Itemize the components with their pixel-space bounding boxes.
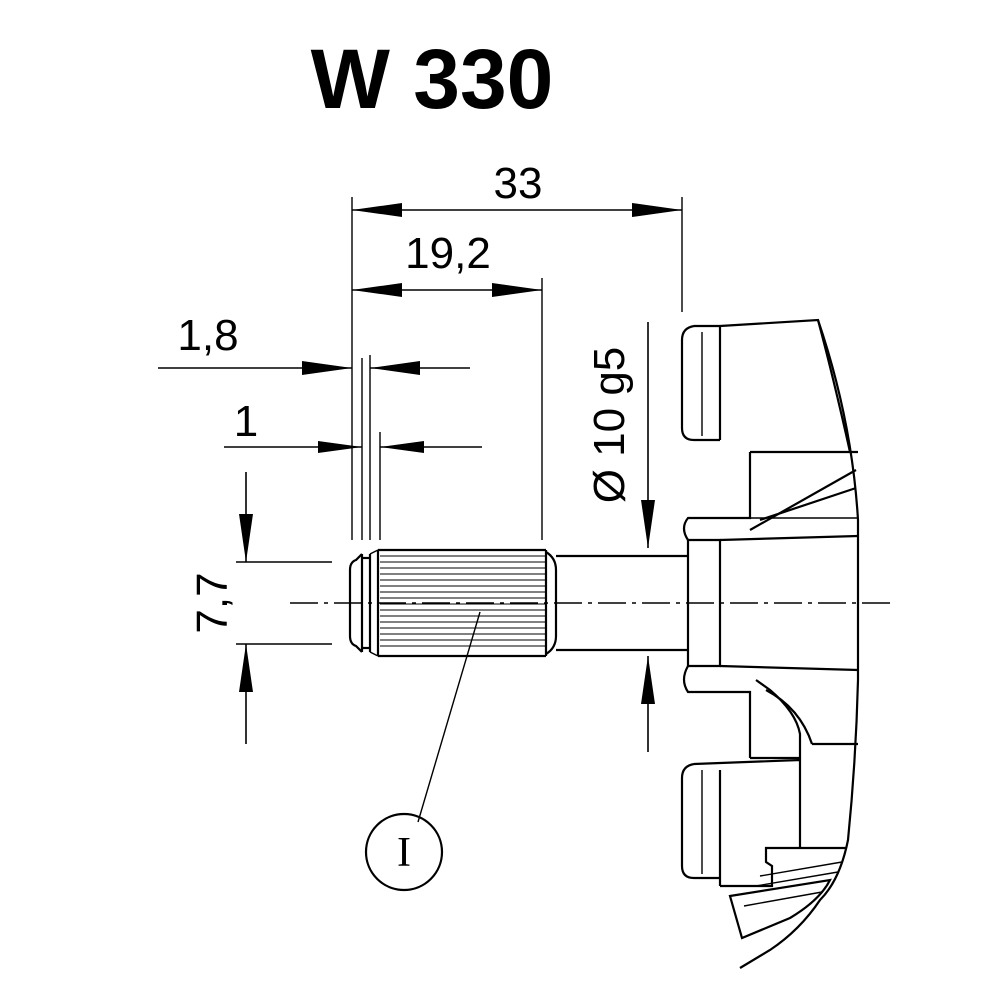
housing <box>680 318 860 969</box>
chamfer-offset-label: 1,8 <box>177 311 238 360</box>
spline-length-label: 19,2 <box>405 229 491 278</box>
shaft-diameter-label: Ø 10 g5 <box>585 347 634 504</box>
callout-detail-i: I <box>364 611 481 892</box>
dimension-overall-length: 33 <box>351 159 683 540</box>
drawing-title: W 330 <box>311 32 554 126</box>
callout-label: I <box>397 830 411 876</box>
dimension-groove-offset: 1 <box>224 397 482 540</box>
overall-length-label: 33 <box>494 159 543 208</box>
callout-circle <box>364 812 444 892</box>
spline-diameter-label: 7,7 <box>188 572 237 633</box>
spline-teeth <box>380 555 546 647</box>
groove-offset-label: 1 <box>234 397 258 446</box>
dimension-shaft-diameter: Ø 10 g5 <box>585 322 655 752</box>
dimension-spline-diameter: 7,7 <box>188 472 332 744</box>
dimension-spline-length: 19,2 <box>352 229 543 540</box>
dimension-chamfer-offset: 1,8 <box>158 311 470 540</box>
shaft <box>348 548 688 658</box>
